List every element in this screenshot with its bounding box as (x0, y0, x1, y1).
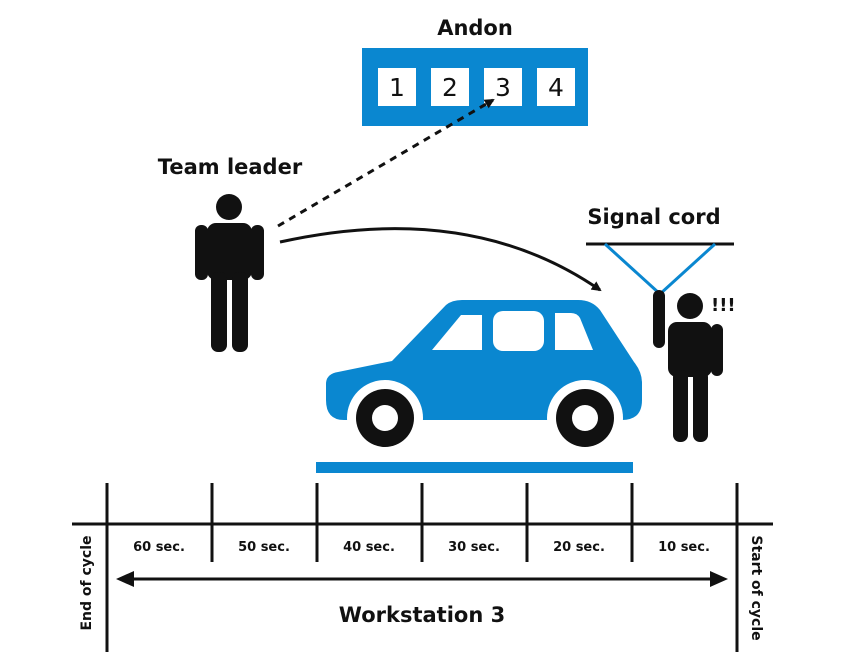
andon-box-3: 3 (484, 68, 522, 106)
start-of-cycle-label: Start of cycle (748, 535, 764, 640)
interval-label-20: 20 sec. (553, 540, 605, 555)
curved-arrow (279, 227, 602, 292)
end-of-cycle-label: End of cycle (79, 535, 95, 630)
interval-label-10: 10 sec. (658, 540, 710, 555)
team-leader-label: Team leader (158, 155, 303, 179)
signal-cord-label: Signal cord (587, 205, 720, 229)
interval-label-40: 40 sec. (343, 540, 395, 555)
andon-box-2-label: 2 (442, 73, 458, 102)
andon-title: Andon (437, 16, 513, 40)
dashed-arrow (277, 98, 495, 228)
timeline (72, 483, 773, 652)
interval-label-50: 50 sec. (238, 540, 290, 555)
andon-box-1-label: 1 (389, 73, 405, 102)
conveyor-bar (316, 462, 633, 473)
andon-box-4: 4 (537, 68, 575, 106)
alert-exclamation: !!! (711, 295, 736, 316)
worker-person-icon (653, 290, 723, 442)
andon-box-4-label: 4 (548, 73, 564, 102)
interval-label-30: 30 sec. (448, 540, 500, 555)
andon-box-3-label: 3 (495, 73, 511, 102)
interval-label-60: 60 sec. (133, 540, 185, 555)
car-icon (326, 300, 642, 456)
workstation-arrow (116, 571, 728, 587)
workstation-label: Workstation 3 (339, 603, 505, 627)
signal-cord-icon (603, 242, 717, 296)
andon-box-1: 1 (378, 68, 416, 106)
team-leader-person-icon (195, 194, 264, 352)
andon-box-2: 2 (431, 68, 469, 106)
